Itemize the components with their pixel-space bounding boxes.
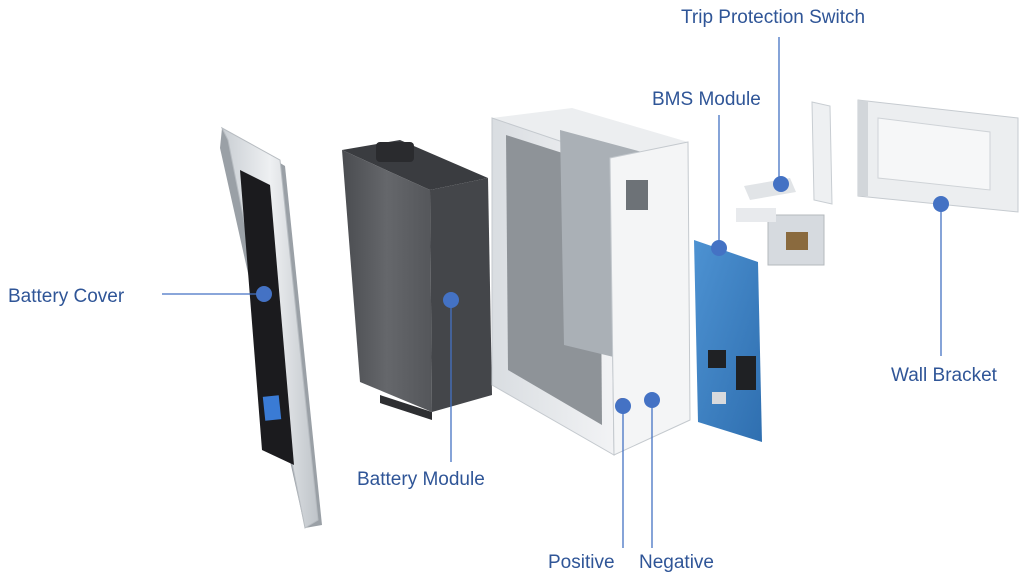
- dot-wall-bracket: [933, 196, 949, 212]
- dot-battery-module: [443, 292, 459, 308]
- bms-connector-1: [708, 350, 726, 368]
- label-battery-module: Battery Module: [357, 469, 485, 490]
- label-trip-protection-switch: Trip Protection Switch: [681, 7, 866, 28]
- battery-module-part: [342, 140, 492, 420]
- dot-battery-cover: [256, 286, 272, 302]
- enclosure-part: [491, 108, 691, 456]
- enclosure-vent: [626, 180, 648, 210]
- battery-cover-part: [220, 126, 322, 529]
- dot-positive: [615, 398, 631, 414]
- label-negative: Negative: [639, 552, 714, 573]
- trip-switch-part: [736, 178, 825, 266]
- callout-dots: [256, 176, 949, 414]
- dot-bms-module: [711, 240, 727, 256]
- wall-bracket-part: [857, 99, 1019, 213]
- cover-display-icon: [262, 395, 282, 421]
- dot-negative: [644, 392, 660, 408]
- label-battery-cover: Battery Cover: [8, 286, 125, 307]
- leader-lines: [162, 37, 942, 548]
- cover-screen-recess: [240, 170, 294, 465]
- battery-handle: [376, 142, 414, 162]
- bms-connector-2: [736, 356, 756, 390]
- dot-trip-switch: [773, 176, 789, 192]
- bms-module-part: [694, 240, 762, 442]
- label-positive: Positive: [548, 552, 615, 573]
- label-bms-module: BMS Module: [652, 89, 761, 110]
- side-bracket-strip: [811, 101, 833, 205]
- label-wall-bracket: Wall Bracket: [891, 365, 997, 386]
